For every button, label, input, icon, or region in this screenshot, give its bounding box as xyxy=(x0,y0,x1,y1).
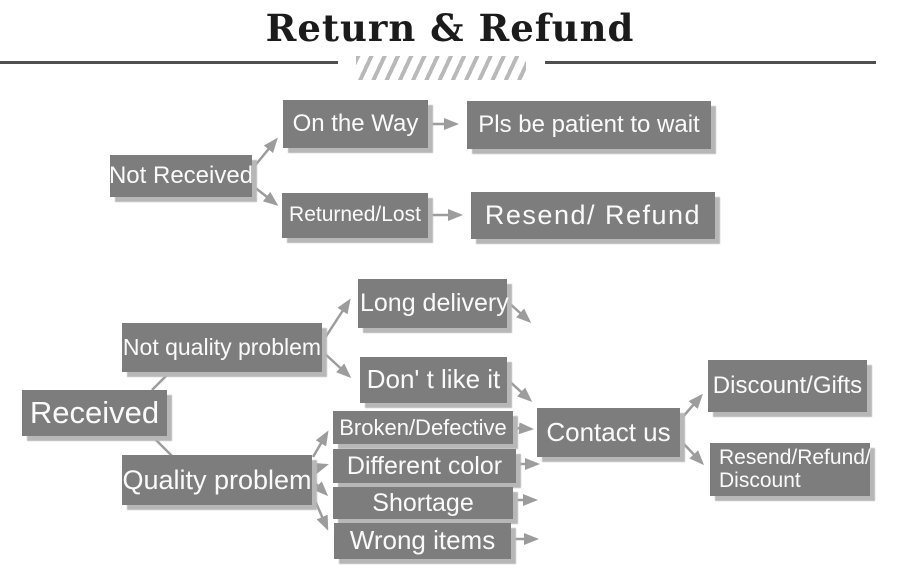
node-resend-refund-discount-line2: Discount xyxy=(719,468,801,492)
arrow-contactus-resendrefunddiscount xyxy=(680,440,705,466)
connector-received-notquality xyxy=(151,372,170,391)
hatch-marks-decoration xyxy=(356,56,526,80)
node-resend-refund: Resend/ Refund xyxy=(471,192,715,239)
node-returned-lost: Returned/Lost xyxy=(282,193,428,238)
arrow-notquality-longdelivery xyxy=(321,298,351,342)
node-quality-problem: Quality problem xyxy=(122,455,312,505)
arrow-broken-contactus xyxy=(513,422,534,435)
node-contact-us: Contact us xyxy=(537,408,680,457)
node-long-delivery: Long delivery xyxy=(358,279,509,328)
arrow-contactus-discountgifts xyxy=(680,393,703,420)
page-title: Return & Refund xyxy=(265,6,635,50)
arrow-notquality-dontlike xyxy=(322,351,352,379)
node-not-quality-problem: Not quality problem xyxy=(122,323,322,372)
divider-line-left xyxy=(0,61,338,64)
node-not-received: Not Received xyxy=(109,155,253,197)
arrow-quality-shortage xyxy=(312,480,329,497)
arrow-quality-wrongitems xyxy=(311,495,329,531)
node-received: Received xyxy=(22,390,167,436)
arrow-notreceived-returnedlost xyxy=(252,185,279,206)
node-discount-gifts: Discount/Gifts xyxy=(708,360,867,412)
node-broken-defective: Broken/Defective xyxy=(333,411,513,444)
arrow-notreceived-ontheway xyxy=(252,137,278,169)
node-different-color: Different color xyxy=(333,449,516,483)
arrow-quality-diffcolor xyxy=(312,462,329,475)
node-on-the-way: On the Way xyxy=(283,100,428,148)
divider-line-right xyxy=(545,61,876,64)
node-resend-refund-discount-line1: Resend/Refund/ xyxy=(719,446,871,470)
connector-received-quality xyxy=(151,435,173,457)
arrow-dontlike-contactus xyxy=(507,379,533,403)
arrow-longdelivery-out xyxy=(507,301,532,324)
node-shortage: Shortage xyxy=(333,487,513,519)
node-wrong-items: Wrong items xyxy=(334,523,511,559)
node-pls-be-patient: Pls be patient to wait xyxy=(467,101,711,149)
node-dont-like-it: Don' t like it xyxy=(360,357,507,403)
arrow-quality-broken xyxy=(311,430,329,458)
node-resend-refund-discount: Resend/Refund/ Discount xyxy=(710,443,871,496)
